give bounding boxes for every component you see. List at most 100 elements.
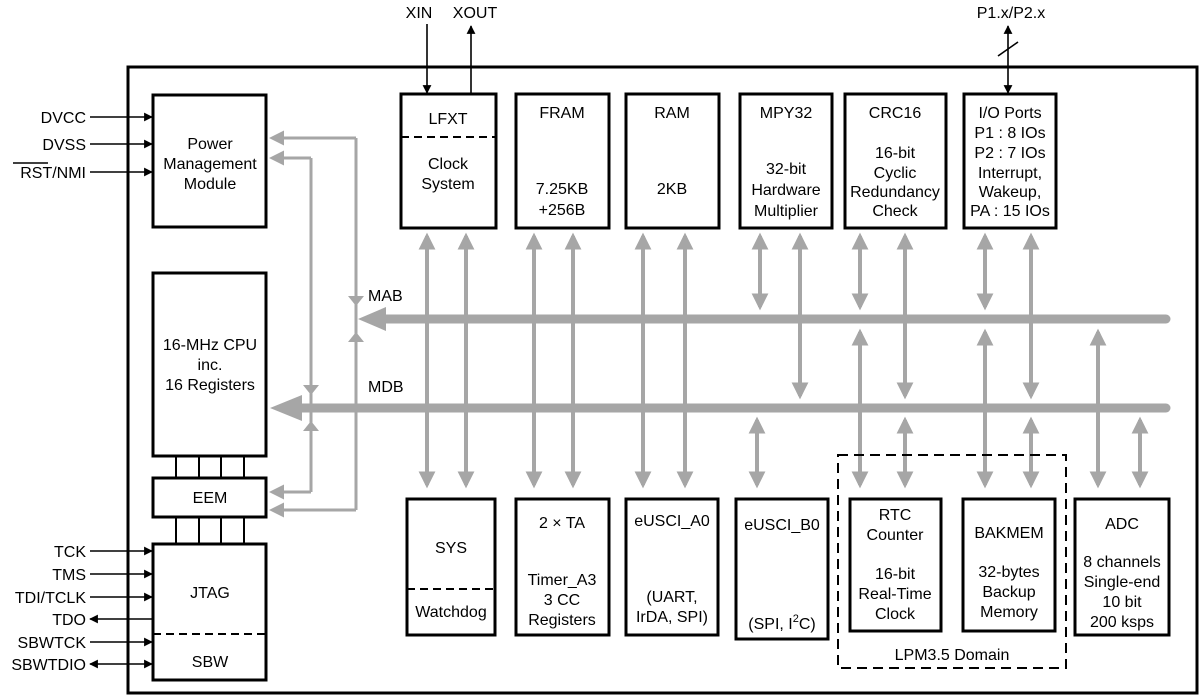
crc-title: CRC16	[869, 105, 922, 122]
io-ports-block: I/O Ports P1 : 8 IOs P2 : 7 IOs Interrup…	[962, 92, 1058, 230]
tck-label: TCK	[54, 544, 86, 561]
ub0-title: eUSCI_B0	[744, 517, 820, 534]
xin-label: XIN	[406, 5, 433, 22]
cpu-label-1: 16-MHz CPU	[163, 337, 257, 354]
io-line-1: I/O Ports	[978, 105, 1041, 122]
ub0-body-pre: (SPI, I	[748, 616, 792, 633]
rtc-body-3: Clock	[875, 606, 916, 623]
adc-body-3: 10 bit	[1102, 594, 1142, 611]
rtc-title-1: RTC	[879, 507, 912, 524]
nmi-label: /NMI	[52, 165, 86, 182]
ua0-title: eUSCI_A0	[634, 513, 710, 530]
crc-body-4: Check	[872, 203, 918, 220]
mdb-tap-arrow-2	[303, 421, 319, 431]
pmm-label-2: Management	[163, 156, 257, 173]
ta-body-3: Registers	[528, 612, 596, 629]
adc-body-4: 200 ksps	[1090, 614, 1154, 631]
rtc-body-1: 16-bit	[875, 566, 916, 583]
sys-label: SYS	[435, 540, 467, 557]
crc-body-2: Cyclic	[874, 165, 917, 182]
bus-slash	[997, 41, 1019, 57]
ram-block: RAM 2KB	[624, 92, 721, 230]
lpm35-domain-label: LPM3.5 Domain	[895, 647, 1010, 664]
bak-body-3: Memory	[980, 604, 1038, 621]
ta-body-2: 3 CC	[544, 592, 580, 609]
mdb-arrowhead	[270, 395, 302, 421]
adc-body-1: 8 channels	[1083, 554, 1160, 571]
mab-tap-arrow	[348, 296, 364, 306]
fram-block: FRAM 7.25KB +256B	[514, 92, 611, 230]
tdo-label: TDO	[52, 612, 86, 629]
rtc-body-2: Real-Time	[858, 586, 931, 603]
bakmem-block: BAKMEM 32-bytes Backup Memory	[961, 497, 1057, 633]
tdi-label: TDI/TCLK	[15, 590, 86, 607]
rtc-block: RTC Counter 16-bit Real-Time Clock	[848, 497, 943, 633]
rst-nmi-label: RST/NMI	[20, 165, 86, 182]
ua0-body-2: IrDA, SPI)	[636, 609, 708, 626]
adc-block: ADC 8 channels Single-end 10 bit 200 ksp…	[1073, 497, 1171, 637]
mpy-body-2: Hardware	[751, 182, 820, 199]
pmm-label-3: Module	[184, 176, 237, 193]
crc-body-1: 16-bit	[875, 145, 916, 162]
mab-tap-arrow-2	[348, 332, 364, 342]
io-line-2: P1 : 8 IOs	[974, 125, 1045, 142]
ub0-body: (SPI, I2C)	[748, 613, 815, 633]
xout-label: XOUT	[453, 5, 498, 22]
mpy-title: MPY32	[760, 105, 813, 122]
power-management-module: Power Management Module	[151, 93, 268, 229]
p1p2-label: P1.x/P2.x	[977, 5, 1045, 22]
io-line-3: P2 : 7 IOs	[974, 145, 1045, 162]
cpu-block: 16-MHz CPU inc. 16 Registers	[151, 271, 268, 458]
rst-label: RST	[20, 165, 52, 182]
lfxt-clock-block: LFXT Clock System	[399, 92, 498, 230]
bus-lines	[269, 130, 1171, 518]
timer-a-block: 2 × TA Timer_A3 3 CC Registers	[514, 497, 611, 637]
mpy-body-3: Multiplier	[754, 203, 819, 220]
fram-body-1: 7.25KB	[536, 181, 588, 198]
chip-outline	[126, 65, 1199, 695]
fram-body-2: +256B	[539, 202, 586, 219]
left-pins: DVCC DVSS RST/NMI TCK TMS TDI/TCLK TDO S…	[11, 110, 153, 674]
watchdog-label: Watchdog	[415, 604, 486, 621]
eem-block: EEM	[151, 476, 268, 519]
cpu-label-2: inc.	[198, 357, 223, 374]
mab-label: MAB	[368, 288, 403, 305]
sys-watchdog-block: SYS Watchdog	[405, 497, 497, 637]
jtag-label: JTAG	[190, 585, 230, 602]
ta-title: 2 × TA	[539, 515, 585, 532]
cpu-label-3: 16 Registers	[165, 377, 255, 394]
bak-title: BAKMEM	[974, 525, 1043, 542]
eem-label: EEM	[193, 490, 228, 507]
pmm-label-1: Power	[187, 136, 233, 153]
clock-label-1: Clock	[428, 156, 469, 173]
ram-title: RAM	[654, 105, 690, 122]
rtc-title-2: Counter	[867, 527, 925, 544]
io-line-5: Wakeup,	[979, 184, 1042, 201]
sbw-label: SBW	[192, 654, 229, 671]
dvss-label: DVSS	[42, 137, 86, 154]
ub0-body-post: C)	[799, 616, 816, 633]
ta-body-1: Timer_A3	[528, 572, 597, 589]
mpy32-block: MPY32 32-bit Hardware Multiplier	[738, 92, 834, 230]
eusci-b0-block: eUSCI_B0 (SPI, I2C)	[734, 497, 830, 641]
mdb-tap-arrow	[303, 385, 319, 395]
lfxt-label: LFXT	[428, 111, 467, 128]
clock-label-2: System	[421, 176, 474, 193]
adc-body-2: Single-end	[1084, 574, 1161, 591]
mdb-label: MDB	[368, 379, 404, 396]
mpy-body-1: 32-bit	[766, 161, 807, 178]
bak-body-2: Backup	[982, 584, 1035, 601]
sbwtck-label: SBWTCK	[18, 635, 87, 652]
lpm35-domain-outline	[837, 454, 1067, 669]
io-line-6: PA : 15 IOs	[970, 203, 1050, 220]
ua0-body-1: (UART,	[646, 589, 697, 606]
mab-arrowhead	[358, 307, 386, 331]
tms-label: TMS	[52, 567, 86, 584]
ub0-body-sup: 2	[793, 613, 799, 625]
eusci-a0-block: eUSCI_A0 (UART, IrDA, SPI)	[624, 497, 720, 637]
crc-body-3: Redundancy	[850, 184, 940, 201]
top-pins: XIN XOUT P1.x/P2.x	[406, 5, 1045, 94]
dvcc-label: DVCC	[41, 110, 86, 127]
jtag-block: JTAG SBW	[151, 542, 268, 682]
